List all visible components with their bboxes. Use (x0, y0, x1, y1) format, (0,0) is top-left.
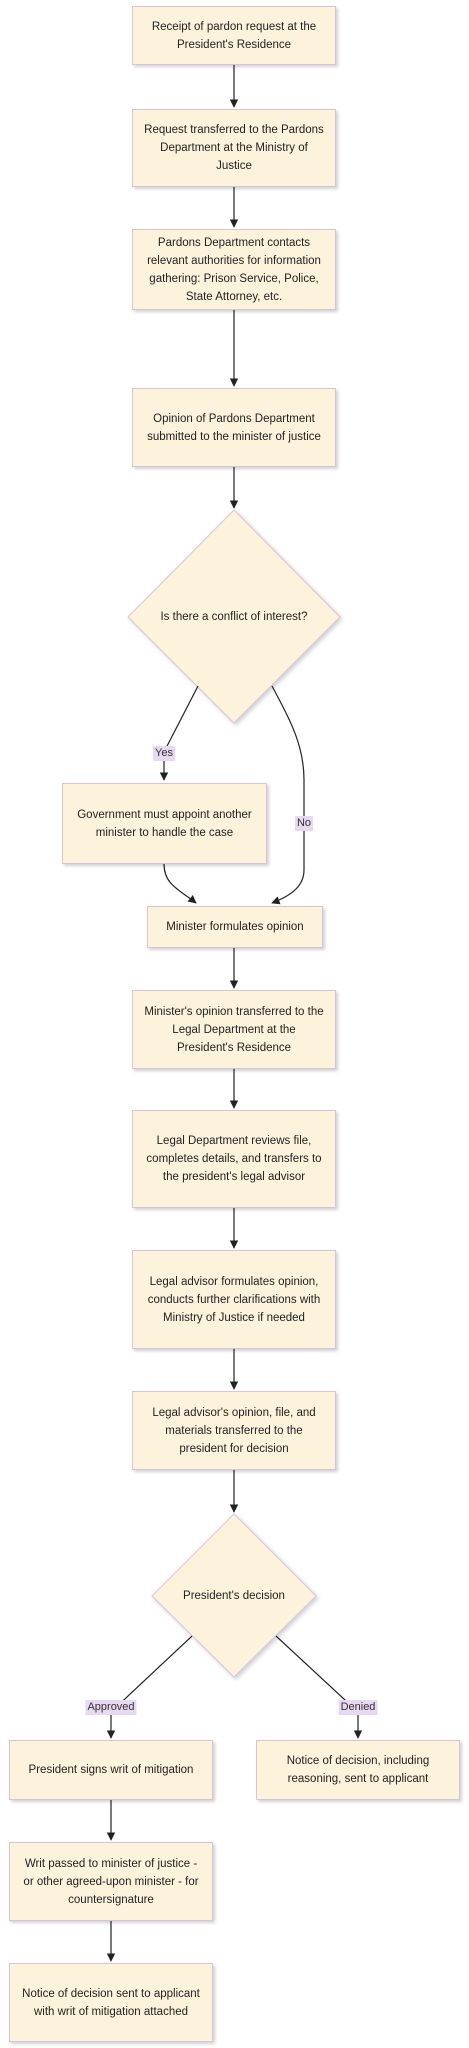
node-pardons-contacts: Pardons Department contacts relevant aut… (132, 229, 336, 310)
conflict-decision-diamond (127, 509, 341, 724)
node-writ-countersign: Writ passed to minister of justice - or … (9, 1842, 213, 1921)
node-receipt: Receipt of pardon request at the Preside… (132, 6, 336, 65)
node-president-signs: President signs writ of mitigation (9, 1740, 213, 1800)
edge-conflict-yes (159, 685, 199, 781)
node-opinion-to-legal: Minister's opinion transferred to the Le… (132, 990, 336, 1069)
president-decision-diamond (151, 1513, 317, 1678)
node-appoint-minister: Government must appoint another minister… (62, 783, 267, 864)
edge-decision-denied (275, 1635, 363, 1739)
edge-decision-approved (106, 1635, 193, 1739)
edge-label-denied: Denied (338, 1700, 378, 1715)
node-minister-formulates: Minister formulates opinion (147, 906, 323, 948)
edge-conflict-no (271, 685, 305, 905)
node-transfer-to-pardons: Request transferred to the Pardons Depar… (132, 109, 336, 187)
edge-label-approved: Approved (85, 1700, 137, 1715)
node-notice-approved: Notice of decision sent to applicant wit… (9, 1963, 213, 2042)
node-legal-reviews: Legal Department reviews file, completes… (132, 1110, 336, 1208)
edge-appoint-to-minister (163, 863, 197, 904)
node-advisor-to-president: Legal advisor's opinion, file, and mater… (132, 1391, 336, 1470)
node-conflict-decision: Is there a conflict of interest? (160, 611, 308, 623)
node-notice-denied: Notice of decision, including reasoning,… (256, 1740, 460, 1800)
node-opinion-submitted: Opinion of Pardons Department submitted … (132, 388, 336, 467)
edge-label-yes: Yes (153, 746, 175, 761)
node-president-decision: President's decision (183, 1590, 285, 1602)
node-advisor-formulates: Legal advisor formulates opinion, conduc… (132, 1250, 336, 1349)
edge-label-no: No (294, 816, 314, 831)
